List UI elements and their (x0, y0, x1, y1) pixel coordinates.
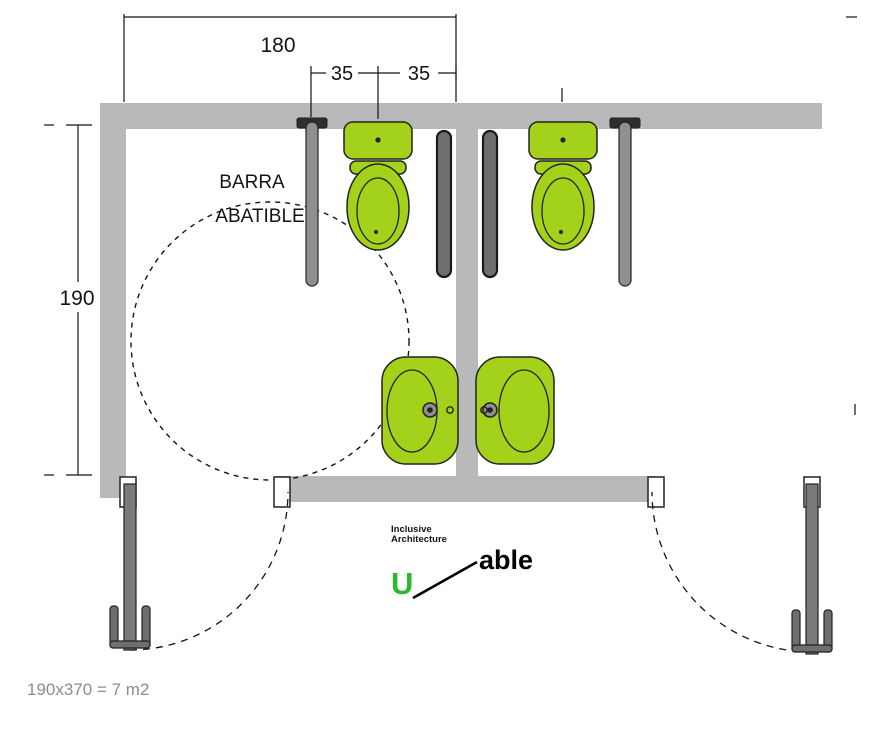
turning-circle (130, 201, 410, 481)
dimension-label-35-left: 35 (331, 63, 353, 85)
dimension-180 (123, 14, 457, 102)
door-left (109, 483, 151, 651)
door-swing-left (129, 491, 289, 651)
door-jamb (273, 476, 291, 508)
grab-bar-arm (305, 121, 319, 287)
grab-bar-partition-left (435, 129, 453, 279)
dimension-label-35-right: 35 (408, 63, 430, 85)
wall-left (100, 103, 126, 498)
door-jamb (647, 476, 665, 508)
door-leaf (123, 483, 137, 651)
logo-slash (412, 560, 478, 600)
logo-tagline-line2: Architecture (391, 534, 447, 545)
wall-bottom (276, 476, 656, 502)
grab-bar-arm (618, 121, 632, 287)
sink-basin (498, 369, 550, 453)
supply-point (480, 406, 488, 414)
door-right (791, 483, 833, 655)
grab-bar-right (609, 117, 641, 287)
door-handle-bar (791, 644, 833, 653)
door-leaf (805, 483, 819, 655)
walls (100, 103, 822, 502)
faucet-dot (487, 407, 493, 413)
door-handle-bar (109, 640, 151, 649)
toilet-bowl-inner (356, 177, 400, 245)
toilet-left (343, 121, 413, 251)
grab-bar-left (296, 117, 328, 287)
logo-letter-u: U (391, 566, 413, 601)
logo-word-able: able (479, 545, 533, 575)
sink-body (475, 356, 555, 465)
flush-button (375, 137, 381, 143)
barra-abatible-label: BARRA ABATIBLE (215, 172, 304, 227)
dimension-190 (44, 124, 92, 476)
grab-bar-partition-right (481, 129, 499, 279)
sink-body (381, 356, 459, 465)
toilet-bowl-inner (541, 177, 585, 245)
logo: Inclusive Architecture able U (391, 524, 533, 601)
faucet-dot (427, 407, 433, 413)
toilet-drain (374, 230, 378, 234)
door-swing-right (651, 491, 813, 653)
annotation-line2: ABATIBLE (215, 206, 304, 227)
sink-left (381, 356, 459, 465)
sink-right (475, 356, 555, 465)
dimension-label-180: 180 (260, 34, 295, 57)
wall-top (100, 103, 822, 129)
dimension-label-190: 190 (59, 287, 94, 310)
supply-point (446, 406, 454, 414)
dimension-35-35 (310, 66, 457, 119)
toilet-right (528, 121, 598, 251)
logo-tagline-line1: Inclusive (391, 524, 432, 535)
toilet-drain (559, 230, 563, 234)
toilet-bowl (346, 163, 410, 251)
annotation-line1: BARRA (219, 172, 285, 193)
toilet-bowl (531, 163, 595, 251)
area-label: 190x370 = 7 m2 (27, 680, 149, 699)
wall-partition (456, 126, 478, 476)
flush-button (560, 137, 566, 143)
reference-ticks (561, 16, 857, 415)
